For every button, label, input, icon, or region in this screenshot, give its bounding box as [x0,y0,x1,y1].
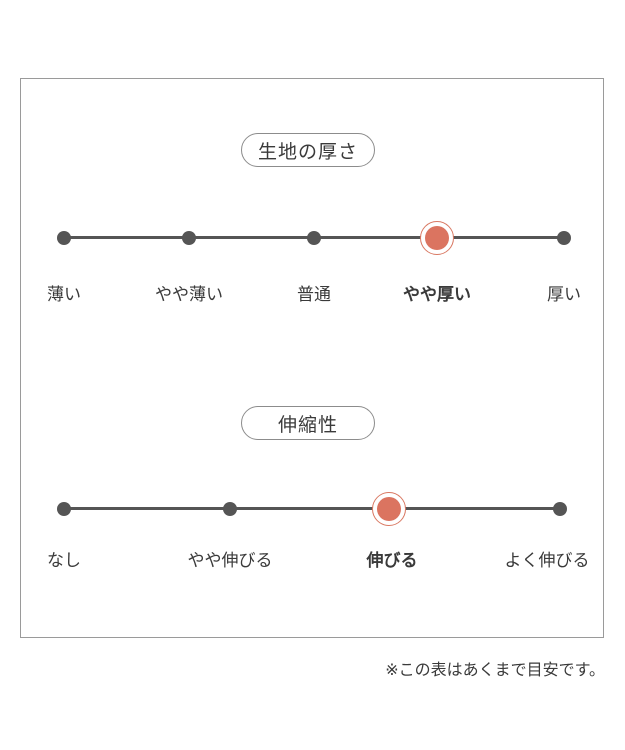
thickness-scale-point [307,230,321,245]
thickness-option-label-selected: やや厚い [403,285,471,305]
stretch-option-label: よく伸びる [504,551,590,571]
stretch-option-label-selected: 伸びる [366,551,418,571]
stretch-option-label: なし [47,551,81,571]
thickness-selected-marker-core [425,225,449,250]
disclaimer-note: ※この表はあくまで目安です。 [385,660,605,679]
stretch-title: 伸縮性 [277,413,338,436]
thickness-title-badge: 生地の厚さ [241,133,375,167]
thickness-scale-point [557,230,571,245]
stretch-scale-point [57,501,71,516]
stretch-selected-marker [372,491,406,526]
thickness-title: 生地の厚さ [257,140,358,163]
thickness-selected-marker [420,220,454,255]
thickness-scale-point [57,230,71,245]
stretch-title-badge: 伸縮性 [241,406,375,440]
thickness-scale-point [182,230,196,245]
thickness-option-label: やや薄い [155,285,223,305]
stretch-scale-point [223,501,237,516]
stretch-scale-point [553,501,567,516]
size-guide-panel [20,78,604,638]
stretch-selected-marker-core [377,496,401,521]
stretch-option-label: やや伸びる [187,551,273,571]
stretch-scale-track [64,507,560,510]
thickness-option-label: 薄い [47,285,81,305]
thickness-option-label: 普通 [297,285,331,305]
thickness-option-label: 厚い [547,285,581,305]
